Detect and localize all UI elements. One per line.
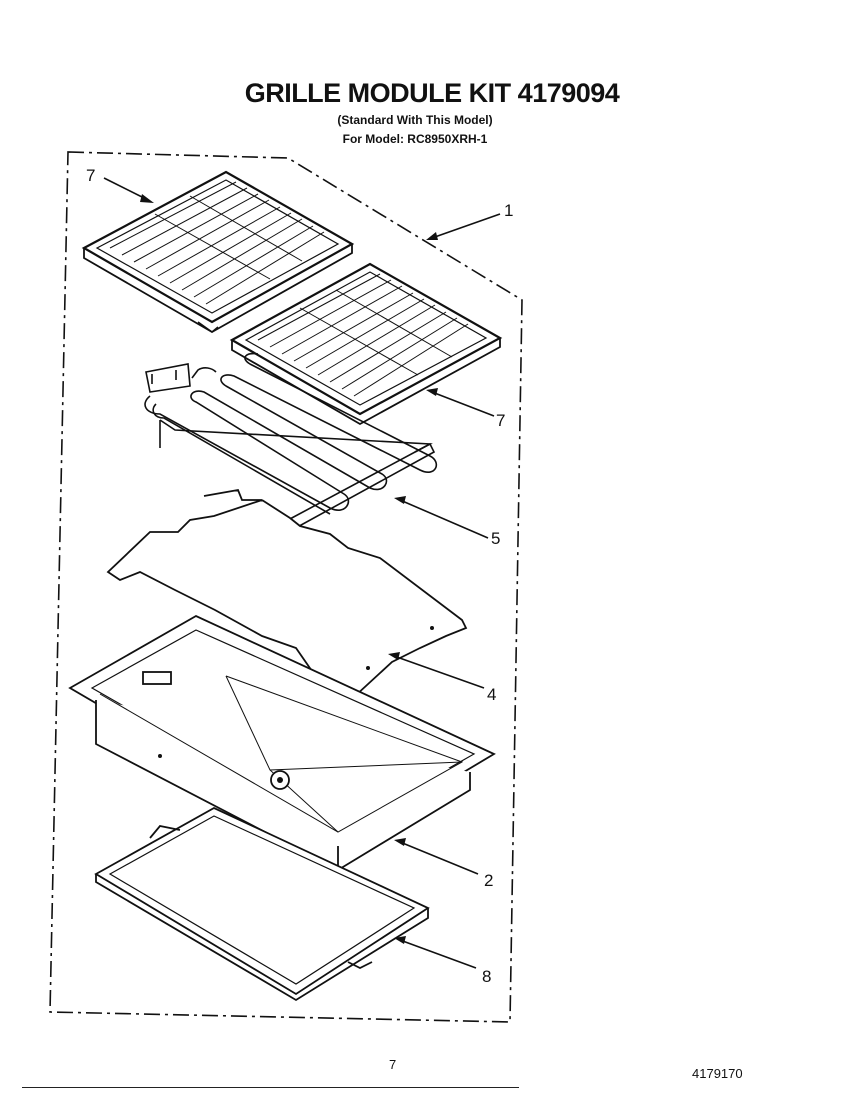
callout-8: 8 xyxy=(482,967,491,986)
grill-pan xyxy=(68,614,496,872)
document-number: 4179170 xyxy=(692,1066,743,1081)
grill-grate-lower xyxy=(229,262,503,426)
callout-4: 4 xyxy=(487,685,496,704)
kit-boundary xyxy=(49,151,523,1023)
page-number: 7 xyxy=(389,1057,397,1072)
leader-lines xyxy=(103,177,501,969)
standard-note: (Standard With This Model) xyxy=(337,113,493,127)
model-line: For Model: RC8950XRH-1 xyxy=(342,132,488,146)
drip-tray xyxy=(94,806,430,1002)
footer-rule xyxy=(22,1087,519,1088)
callout-7-upper: 7 xyxy=(86,166,95,185)
grill-grate-upper xyxy=(81,170,355,334)
leader-arrowheads xyxy=(140,194,438,944)
heating-element xyxy=(144,352,438,531)
reflector-plate xyxy=(106,488,468,710)
callout-5: 5 xyxy=(491,529,500,548)
callout-7-lower: 7 xyxy=(496,411,505,430)
callout-2: 2 xyxy=(484,871,493,890)
callout-1: 1 xyxy=(504,201,513,220)
diagram-title: GRILLE MODULE KIT 4179094 xyxy=(244,78,620,108)
